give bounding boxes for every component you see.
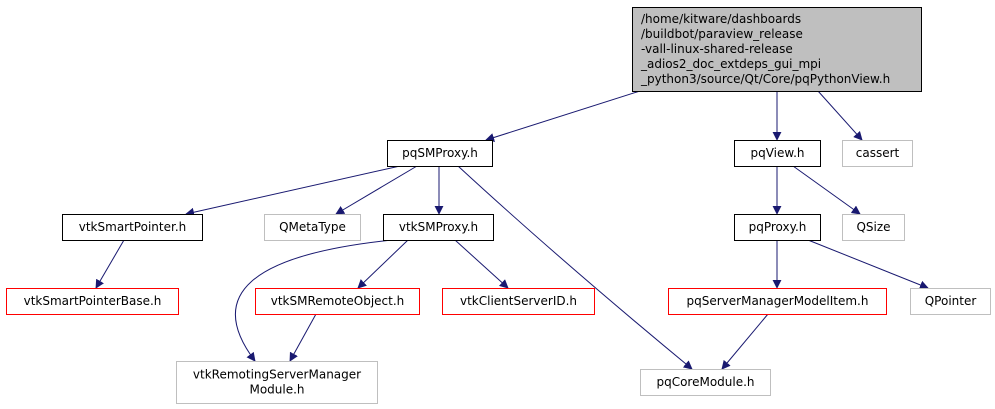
node-label-line: Module.h bbox=[249, 383, 304, 397]
node-box bbox=[442, 288, 595, 315]
node-pqProxy[interactable]: pqProxy.h bbox=[734, 214, 821, 241]
node-cassert[interactable]: cassert bbox=[842, 140, 913, 167]
node-label-line: _python3/source/Qt/Core/pqPythonView.h bbox=[640, 72, 890, 86]
node-box bbox=[668, 288, 887, 315]
node-QSize[interactable]: QSize bbox=[842, 214, 905, 241]
edges-layer bbox=[95, 90, 929, 370]
node-box bbox=[632, 7, 922, 92]
edge-root-to-cassert bbox=[817, 90, 863, 141]
node-box bbox=[255, 288, 420, 315]
node-pqSMProxy[interactable]: pqSMProxy.h bbox=[387, 140, 493, 167]
node-label-line: pqProxy.h bbox=[749, 220, 807, 234]
edge-vtkSMProxy-to-vtkRemotingServerManagerModule bbox=[235, 239, 393, 362]
edge-vtkSmartPointer-to-vtkSmartPointerBase bbox=[95, 239, 125, 289]
nodes-layer: /home/kitware/dashboards/buildbot/paravi… bbox=[6, 7, 991, 404]
node-label-line: cassert bbox=[856, 146, 900, 160]
node-box bbox=[842, 214, 905, 241]
node-label-line: vtkSmartPointerBase.h bbox=[24, 294, 162, 308]
node-pqView[interactable]: pqView.h bbox=[734, 140, 821, 167]
node-box bbox=[387, 140, 493, 167]
node-label-line: -vall-linux-shared-release bbox=[641, 42, 793, 56]
node-label-line: vtkSMRemoteObject.h bbox=[271, 294, 405, 308]
node-box bbox=[6, 288, 179, 315]
node-box bbox=[264, 214, 361, 241]
node-vtkSmartPointer[interactable]: vtkSmartPointer.h bbox=[62, 214, 203, 241]
node-label-line: _adios2_doc_extdeps_gui_mpi bbox=[640, 57, 821, 71]
node-vtkSMProxy[interactable]: vtkSMProxy.h bbox=[383, 214, 494, 241]
node-box bbox=[176, 361, 378, 404]
edge-vtkSMProxy-to-vtkClientServerID bbox=[454, 239, 509, 289]
node-pqServerManagerModelItem[interactable]: pqServerManagerModelItem.h bbox=[668, 288, 887, 315]
node-vtkClientServerID[interactable]: vtkClientServerID.h bbox=[442, 288, 595, 315]
edge-pqSMProxy-to-pqCoreModule bbox=[457, 165, 693, 370]
node-label-line: pqSMProxy.h bbox=[402, 146, 478, 160]
node-vtkSMRemoteObject[interactable]: vtkSMRemoteObject.h bbox=[255, 288, 420, 315]
node-box bbox=[910, 288, 991, 315]
node-label-line: pqServerManagerModelItem.h bbox=[687, 294, 869, 308]
node-label-line: vtkClientServerID.h bbox=[460, 294, 577, 308]
node-label-line: QSize bbox=[856, 220, 890, 234]
node-label-line: pqView.h bbox=[750, 146, 804, 160]
node-pqCoreModule[interactable]: pqCoreModule.h bbox=[640, 369, 771, 396]
edge-root-to-pqSMProxy bbox=[485, 90, 641, 142]
edge-pqServerManagerModelItem-to-pqCoreModule bbox=[721, 313, 769, 370]
node-box bbox=[734, 214, 821, 241]
node-box bbox=[842, 140, 913, 167]
node-box bbox=[640, 369, 771, 396]
node-label-line: /buildbot/paraview_release bbox=[641, 27, 803, 41]
node-QPointer[interactable]: QPointer bbox=[910, 288, 991, 315]
node-label-line: QPointer bbox=[925, 294, 977, 308]
node-label-line: vtkRemotingServerManager bbox=[193, 368, 361, 382]
node-QMetaType[interactable]: QMetaType bbox=[264, 214, 361, 241]
node-label-line: pqCoreModule.h bbox=[656, 375, 754, 389]
node-box bbox=[734, 140, 821, 167]
edge-pqView-to-QSize bbox=[792, 165, 861, 215]
node-label-line: QMetaType bbox=[279, 220, 346, 234]
edge-pqProxy-to-QPointer bbox=[807, 239, 929, 290]
edge-pqSMProxy-to-vtkSmartPointer bbox=[185, 165, 401, 217]
edge-pqSMProxy-to-QMetaType bbox=[335, 165, 418, 215]
node-vtkSmartPointerBase[interactable]: vtkSmartPointerBase.h bbox=[6, 288, 179, 315]
node-box bbox=[62, 214, 203, 241]
edge-vtkSMProxy-to-vtkSMRemoteObject bbox=[357, 239, 409, 289]
node-box bbox=[383, 214, 494, 241]
node-label-line: vtkSmartPointer.h bbox=[79, 220, 186, 234]
node-label-line: /home/kitware/dashboards bbox=[641, 12, 801, 26]
node-root[interactable]: /home/kitware/dashboards/buildbot/paravi… bbox=[632, 7, 922, 92]
node-label-line: vtkSMProxy.h bbox=[399, 220, 478, 234]
edge-vtkSMRemoteObject-to-vtkRemotingServerManagerModule bbox=[289, 313, 317, 362]
